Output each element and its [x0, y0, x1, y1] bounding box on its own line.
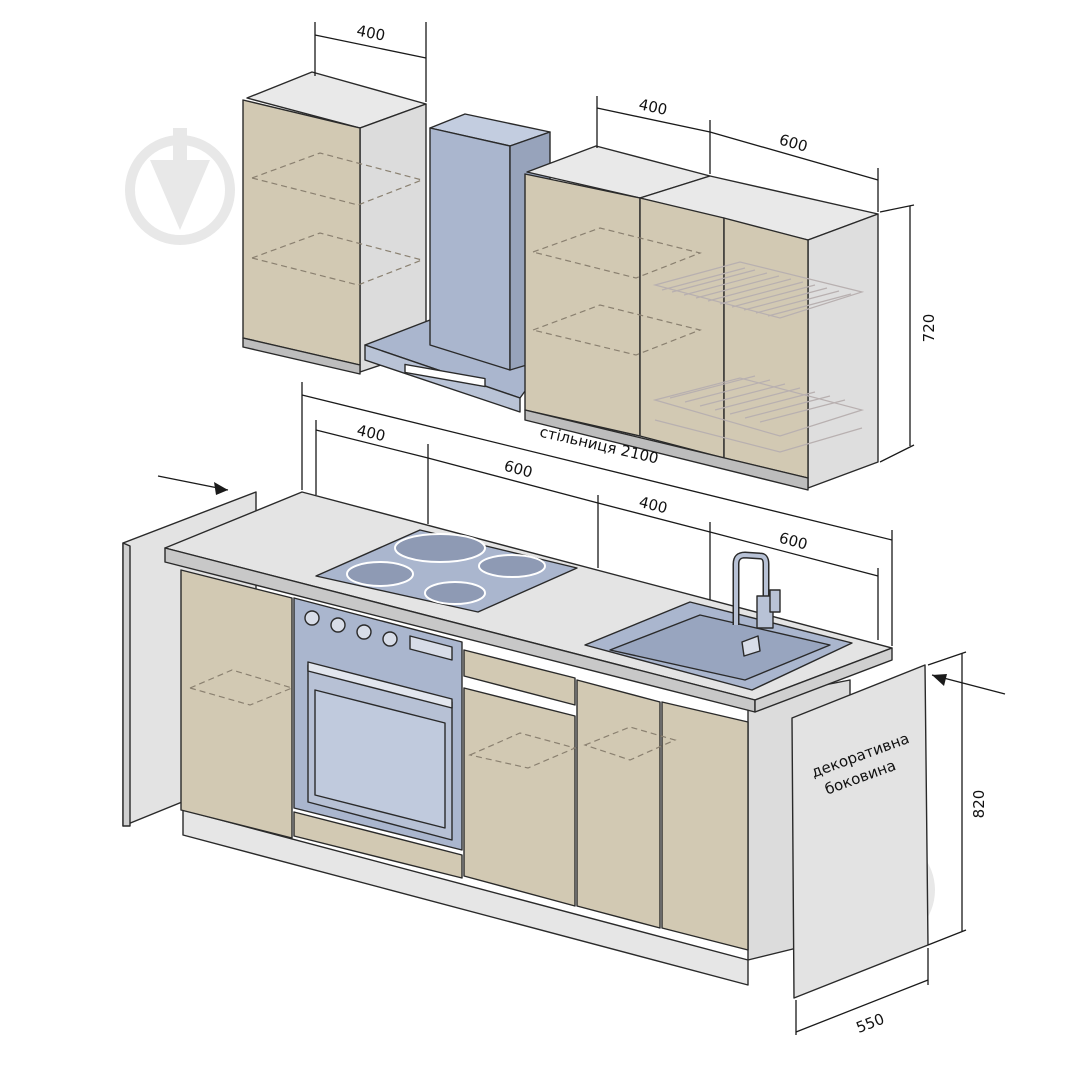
base-cabinets	[164, 491, 893, 986]
dim-lower-600-hob: 600	[502, 457, 534, 482]
right-side-panel: декоративна боковина	[791, 664, 929, 999]
dim-side-depth: 550	[854, 1010, 887, 1037]
upper-left-cabinet	[242, 71, 427, 375]
dimension-lines	[301, 22, 967, 1035]
dim-upper-mid-width: 400	[637, 95, 669, 119]
dim-lower-600-sink: 600	[777, 529, 809, 554]
arrow-icon	[931, 674, 1006, 695]
arrow-icon	[157, 475, 229, 495]
watermark-logo-icon	[125, 128, 235, 245]
dim-lower-400-mid: 400	[637, 493, 669, 517]
dim-base-height: 820	[970, 790, 988, 819]
dim-upper-height: 720	[920, 314, 938, 343]
dim-lower-400: 400	[355, 421, 387, 445]
upper-right-cabinets	[524, 145, 879, 491]
dim-upper-left-width: 400	[355, 22, 387, 45]
